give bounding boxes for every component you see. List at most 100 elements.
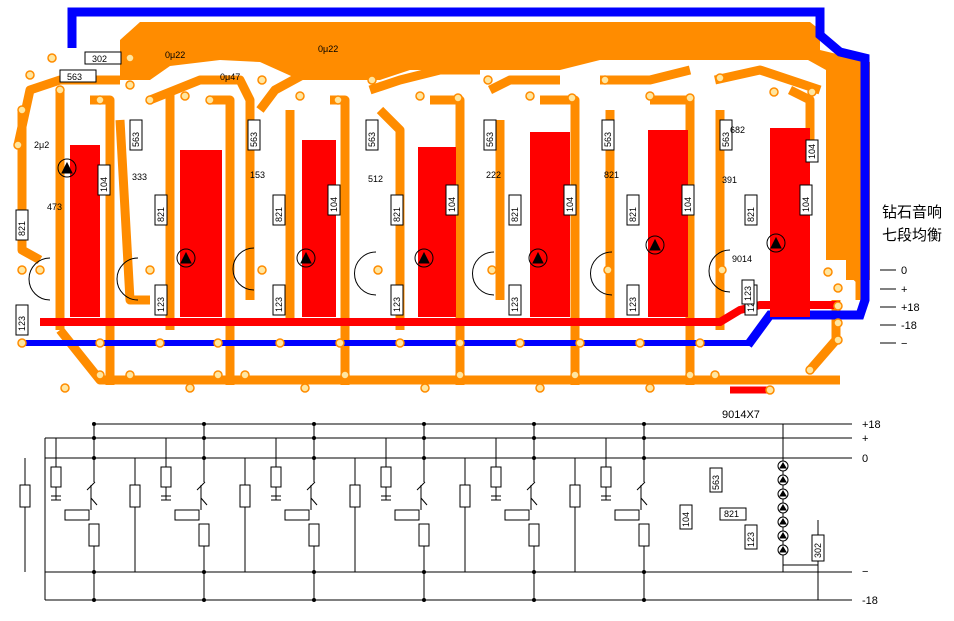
sch-res	[528, 523, 540, 547]
sch-rail-p18: +18	[862, 419, 881, 431]
pcb-stage7-cap: 682	[730, 125, 745, 135]
sch-res	[614, 509, 640, 521]
pcb-rail-minus: −	[901, 338, 907, 350]
blue-trace-top	[67, 7, 870, 348]
pcb-stage5-r-bot: 123	[628, 297, 638, 312]
sch-rail-m18: -18	[862, 595, 878, 607]
pcb-stage5-r-top-box	[601, 119, 615, 151]
sch-stage-4	[349, 422, 430, 602]
pcb-r123-left: 123	[17, 316, 27, 331]
led-column	[777, 424, 819, 600]
sch-pot	[569, 484, 581, 508]
title-line2: 七段均衡	[882, 226, 942, 244]
pcb-stage3-r-bot-box	[390, 284, 404, 316]
cap-2u2: 2μ2	[34, 140, 49, 150]
schematic-labels: 9014X7 +18 + 0 − -18 104 563 821 123 302	[679, 409, 881, 607]
pcb-layout: 302 563 0μ22 0μ47 0μ22 2μ2 473 821 123 5…	[13, 7, 942, 395]
pcb-stage-labels: 5633338211231045631538211231045635128211…	[97, 119, 819, 316]
sch-res	[380, 466, 392, 488]
pcb-stage2-r-bot-box	[272, 284, 286, 316]
sch-res	[394, 509, 420, 521]
sch-res	[50, 466, 62, 488]
pcb-stage3-r-top: 563	[367, 132, 377, 147]
pcb-stage6-r-top-box	[719, 119, 733, 151]
sch-res	[174, 509, 200, 521]
sch-res	[88, 523, 100, 547]
pcb-stage3-r-bot: 123	[392, 297, 402, 312]
title-line1: 钻石音响	[882, 203, 942, 221]
sch-r123: 123	[746, 532, 756, 547]
sch-res	[490, 466, 502, 488]
pcb-stage5-r-mid: 821	[628, 207, 638, 222]
cap-0u22-a: 0μ22	[165, 50, 185, 60]
sch-pot	[19, 484, 31, 508]
pcb-stage3-r-mid: 821	[392, 207, 402, 222]
schematic	[19, 422, 852, 602]
sch-r104: 104	[681, 512, 691, 527]
pcb-stage4-r-side-box	[563, 184, 577, 216]
pcb-stage6-cap: 391	[722, 175, 737, 185]
pcb-stage6-r-mid: 821	[746, 207, 756, 222]
pcb-stage6-r-side-box	[799, 184, 813, 216]
pcb-r821-left: 821	[17, 221, 27, 236]
pcb-stage7-r-bot: 123	[743, 286, 753, 301]
pcb-stage1-r-top-box	[129, 119, 143, 151]
pcb-rail-0: 0	[901, 265, 907, 277]
pcb-stage3-r-side-box	[445, 184, 459, 216]
pcb-stage7-r-side-box	[805, 139, 819, 163]
pcb-rail-m18: -18	[901, 320, 917, 332]
pcb-stage1-r-mid-box	[154, 194, 168, 226]
pcb-stage5-r-side-box	[681, 184, 695, 216]
r302-label: 302	[92, 54, 107, 64]
pcb-stage5-r-top: 563	[603, 132, 613, 147]
sch-pot	[239, 484, 251, 508]
pcb-stage2-r-side: 104	[329, 197, 339, 212]
diode-symbols	[57, 158, 786, 268]
pcb-stage7-r-bot-box	[741, 279, 755, 305]
sch-rail-minus: −	[862, 566, 868, 578]
sch-stage-2	[129, 422, 210, 602]
sch-res	[418, 523, 430, 547]
sch-pot	[349, 484, 361, 508]
pcb-stage4-r-top-box	[483, 119, 497, 151]
pcb-stage1-r-top: 563	[131, 132, 141, 147]
pcb-stage3-r-top-box	[365, 119, 379, 151]
red-transistor-pads	[70, 128, 810, 317]
sch-r563: 563	[711, 475, 721, 490]
pcb-rail-plus: +	[901, 284, 907, 296]
pcb-stage4-cap: 222	[486, 170, 501, 180]
sch-rail-plus: +	[862, 433, 868, 445]
pcb-stage1-r-mid: 821	[156, 207, 166, 222]
sch-stage-6	[569, 422, 650, 602]
cap-0u22-b: 0μ22	[318, 44, 338, 54]
sch-res	[504, 509, 530, 521]
pcb-stage5-r-side: 104	[683, 197, 693, 212]
pcb-stage1-cap: 333	[132, 172, 147, 182]
sch-stage-3	[239, 422, 320, 602]
pcb-stage4-r-mid-box	[508, 194, 522, 226]
pcb-stage1-r-bot-box	[154, 284, 168, 316]
pcb-stage6-r-top: 563	[721, 132, 731, 147]
sch-res	[270, 466, 282, 488]
sch-pot	[459, 484, 471, 508]
sch-r302: 302	[813, 543, 823, 558]
pcb-stage1-r-bot: 123	[156, 297, 166, 312]
pcb-stage3-cap: 512	[368, 174, 383, 184]
pcb-stage5-cap: 821	[604, 170, 619, 180]
pcb-stage5-r-mid-box	[626, 194, 640, 226]
solder-pads	[13, 53, 843, 395]
q-label: 9014	[732, 254, 752, 264]
pcb-stage6-r-side: 104	[801, 197, 811, 212]
r563-label: 563	[67, 72, 82, 82]
pcb-stage4-r-side: 104	[565, 197, 575, 212]
pcb-stage5-r-bot-box	[626, 284, 640, 316]
sch-res	[308, 523, 320, 547]
pcb-stage7-r-side: 104	[807, 144, 817, 159]
cap-473: 473	[47, 202, 62, 212]
pcb-stage2-r-top: 563	[249, 132, 259, 147]
pcb-stage2-r-mid-box	[272, 194, 286, 226]
sch-res	[160, 466, 172, 488]
pcb-stage3-r-mid-box	[390, 194, 404, 226]
pcb-stage6-r-mid-box	[744, 194, 758, 226]
